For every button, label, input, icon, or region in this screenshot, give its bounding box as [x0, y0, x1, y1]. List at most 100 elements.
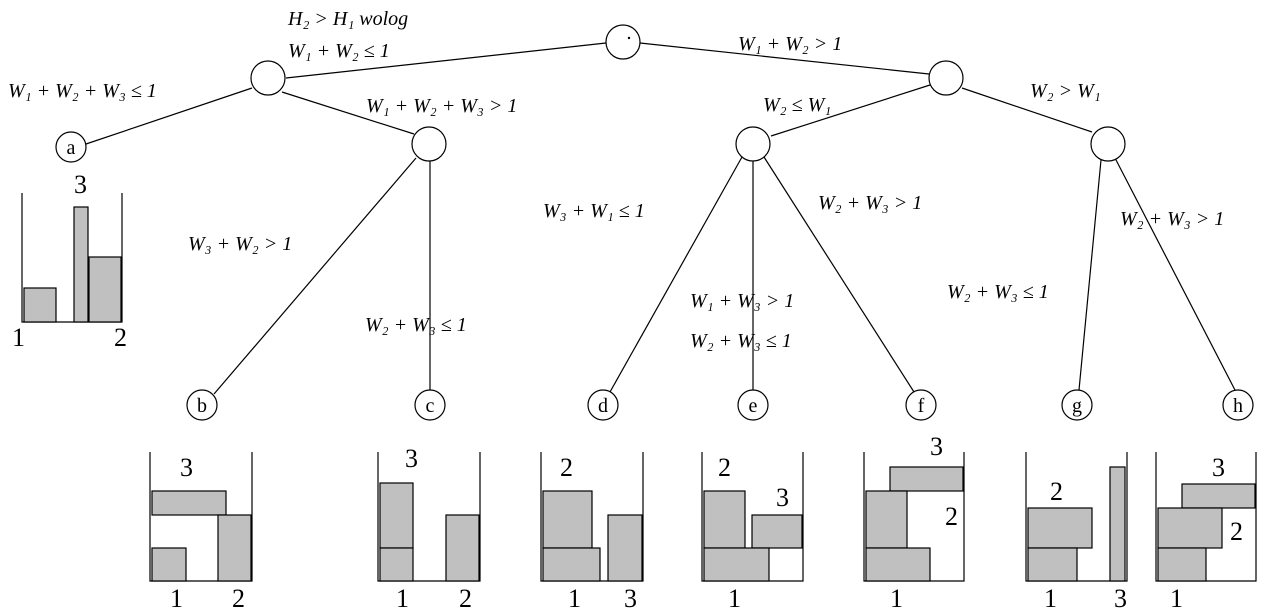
packing-d: 2 1 3	[540, 452, 644, 613]
label-leftright-to-b: W₃ + W₂ > 1	[188, 233, 292, 255]
number-1-f: 1	[890, 584, 903, 613]
item-3-a	[73, 206, 89, 323]
leaf-label-h: h	[1233, 395, 1243, 417]
label-left-to-leftright: W₁ + W₂ + W₃ > 1	[366, 95, 517, 117]
number-1-b: 1	[170, 584, 183, 613]
leaf-label-f: f	[918, 395, 925, 417]
leaf-label-c: c	[426, 395, 435, 417]
number-3-b: 3	[180, 453, 193, 482]
number-3-d: 3	[624, 584, 637, 613]
leaf-node-g	[1061, 389, 1093, 421]
root-dot	[627, 36, 631, 40]
edge-rightright-h	[1114, 157, 1237, 393]
label-leftright-to-c: W₂ + W₃ ≤ 1	[365, 314, 467, 336]
item-2-b	[217, 514, 252, 582]
number-2-e: 2	[718, 453, 731, 482]
leaf-label-d: d	[598, 395, 608, 417]
item-1-b	[151, 547, 187, 582]
leaf-label-a: a	[67, 137, 76, 159]
edge-rightleft-d	[609, 156, 743, 393]
number-3-e: 3	[776, 483, 789, 512]
number-2-h: 2	[1230, 517, 1243, 546]
edge-root-left	[285, 42, 607, 79]
number-2-g: 2	[1050, 477, 1063, 506]
packing-e: 2 3 1	[701, 452, 804, 613]
tree-node-left-right	[411, 126, 447, 162]
number-3-c: 3	[405, 444, 418, 473]
item-1-e	[703, 547, 770, 582]
number-1-e: 1	[728, 584, 741, 613]
leaf-label-e: e	[749, 395, 758, 417]
tree-node-root	[605, 24, 641, 60]
edge-left-leftright	[281, 91, 415, 135]
item-1-f	[865, 547, 931, 582]
number-1-d: 1	[568, 584, 581, 613]
number-2-d: 2	[560, 453, 573, 482]
number-3-a: 3	[74, 170, 87, 199]
leaf-node-e	[737, 389, 769, 421]
packing-f: 3 2 1	[863, 432, 965, 613]
tree-node-left	[250, 60, 286, 96]
number-1-h: 1	[1170, 584, 1183, 613]
item-2-h	[1157, 507, 1223, 549]
label-rightright-to-h: W₂ + W₃ > 1	[1120, 208, 1224, 230]
item-2-g	[1027, 507, 1093, 549]
edge-right-rightleft	[770, 84, 931, 137]
leaf-node-a	[55, 131, 87, 163]
leaf-node-f	[905, 389, 937, 421]
tree-node-right-left	[735, 126, 771, 162]
label-root-left-wolog: H₂ > H₁ wolog	[287, 8, 408, 30]
item-3-b	[151, 490, 227, 516]
label-rightleft-to-d: W₃ + W₁ ≤ 1	[543, 200, 645, 222]
number-1-a: 1	[12, 323, 25, 352]
item-1-h	[1157, 547, 1207, 582]
label-rightleft-to-e-1: W₁ + W₃ > 1	[690, 290, 794, 312]
item-1-a	[23, 287, 57, 323]
bin-c	[377, 452, 481, 582]
label-rightleft-to-e-2: W₂ + W₃ ≤ 1	[690, 330, 792, 352]
item-2-e	[703, 490, 746, 549]
leaf-node-d	[587, 389, 619, 421]
bin-a	[21, 193, 123, 323]
label-right-to-rightright: W₂ > W₁	[1030, 80, 1101, 102]
number-1-c: 1	[396, 584, 409, 613]
leaf-node-h	[1222, 389, 1254, 421]
number-2-a: 2	[114, 323, 127, 352]
edge-rightleft-f	[763, 156, 915, 393]
item-2-d	[542, 490, 593, 549]
packing-a: 3 1 2	[12, 170, 127, 352]
label-left-to-a: W₁ + W₂ + W₃ ≤ 1	[8, 80, 157, 102]
edge-right-rightright	[961, 87, 1093, 133]
tree-node-right	[928, 60, 964, 96]
edge-rightright-g	[1078, 159, 1102, 391]
edge-leftright-b	[213, 157, 417, 395]
packing-g: 2 1 3	[1025, 452, 1128, 613]
number-2-c: 2	[459, 584, 472, 613]
edge-root-right	[639, 42, 930, 75]
label-rightleft-to-f: W₂ + W₃ > 1	[818, 192, 922, 214]
number-2-f: 2	[945, 502, 958, 531]
item-2-c	[445, 514, 480, 582]
bin-b	[149, 452, 253, 582]
item-3-c	[379, 482, 414, 549]
number-3-h: 3	[1212, 453, 1225, 482]
item-3-h	[1181, 483, 1256, 509]
packing-c: 3 1 2	[377, 444, 481, 613]
number-2-b: 2	[232, 584, 245, 613]
leaf-node-b	[186, 389, 218, 421]
tree-node-right-right	[1090, 126, 1126, 162]
item-1-c	[379, 547, 414, 582]
item-2-a	[88, 256, 122, 323]
item-3-e	[751, 514, 803, 549]
label-root-right-cond: W₁ + W₂ > 1	[738, 33, 842, 55]
packing-h: 3 2 1	[1155, 452, 1257, 613]
item-3-g	[1109, 466, 1126, 582]
leaf-label-b: b	[197, 395, 207, 417]
label-root-left-cond: W₁ + W₂ ≤ 1	[288, 40, 390, 62]
item-2-f	[865, 490, 908, 549]
number-1-g: 1	[1044, 584, 1057, 613]
packing-b: 3 1 2	[149, 452, 253, 613]
label-rightright-to-g: W₂ + W₃ ≤ 1	[947, 281, 1049, 303]
label-right-to-rightleft: W₂ ≤ W₁	[763, 94, 831, 116]
